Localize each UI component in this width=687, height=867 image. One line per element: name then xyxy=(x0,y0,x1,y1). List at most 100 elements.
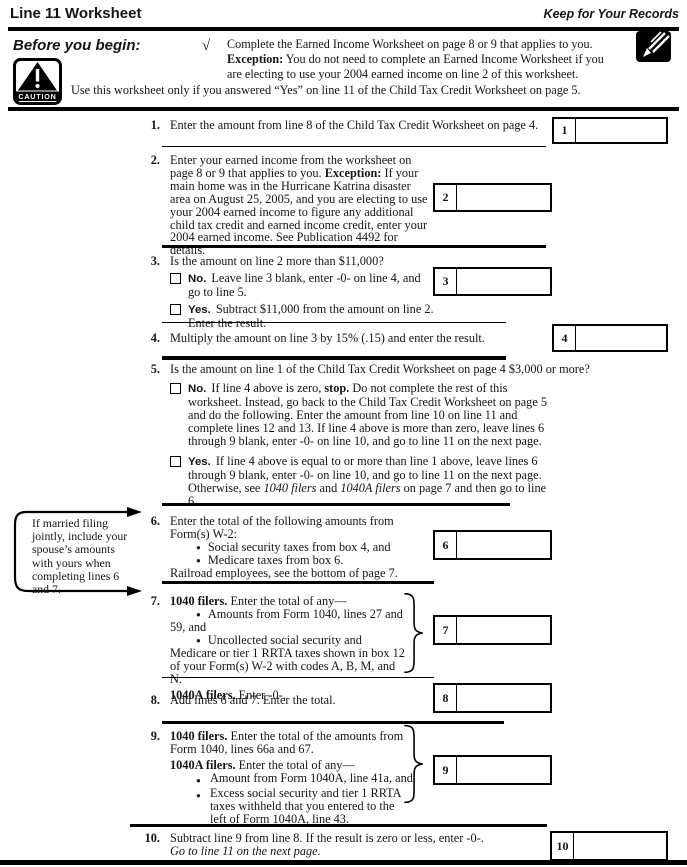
entry-box-10: 10 xyxy=(550,831,668,861)
entry-box-number: 10 xyxy=(552,833,574,859)
line-text: Enter the amount from line 8 of the Chil… xyxy=(170,118,539,132)
section-rule xyxy=(8,107,679,111)
line-text: 1040A filers. Enter the total of any— xyxy=(170,758,355,772)
bullet-item: ●Excess social security and tier 1 RRTA … xyxy=(196,786,401,826)
caution-text: Use this worksheet only if you answered … xyxy=(71,83,581,97)
svg-text:CAUTION: CAUTION xyxy=(18,92,56,101)
line-question: Is the amount on line 2 more than $11,00… xyxy=(170,254,384,268)
line-item-10: 10. Subtract line 9 from line 8. If the … xyxy=(140,831,560,858)
line-note: Railroad employees, see the bottom of pa… xyxy=(170,566,398,581)
line-item-5: 5. Is the amount on line 1 of the Child … xyxy=(140,362,600,508)
line-note: 1040A filers. Enter -0-. xyxy=(170,688,286,702)
line-item-9: 9. 1040 filers. Enter the total of the a… xyxy=(140,730,420,826)
bullet-item: ●Amount from Form 1040A, line 41a, and xyxy=(196,771,413,786)
checkbox-no[interactable] xyxy=(170,273,181,285)
line-number: 4. xyxy=(150,331,160,345)
entry-box-2-value[interactable] xyxy=(457,185,550,210)
separator xyxy=(162,356,506,360)
entry-box-number: 3 xyxy=(435,269,457,294)
bullet-item: ●Social security taxes from box 4, and xyxy=(196,540,391,555)
entry-box-number: 8 xyxy=(435,685,457,711)
page-title: Line 11 Worksheet xyxy=(10,5,142,22)
bullet-icon: ● xyxy=(196,776,201,785)
checkbox-no[interactable] xyxy=(170,383,181,395)
option-yes-text: Yes.Subtract $11,000 from the amount on … xyxy=(188,302,434,331)
entry-box-number: 4 xyxy=(554,326,576,350)
entry-box-1: 1 xyxy=(552,117,668,144)
checkmark-icon: √ xyxy=(202,38,211,54)
line-number: 3. xyxy=(150,254,160,268)
separator xyxy=(162,721,504,724)
separator xyxy=(162,581,434,584)
line-item-7: 7. 1040 filers. Enter the total of any— … xyxy=(140,595,408,702)
separator xyxy=(130,824,547,827)
bullet-icon: ● xyxy=(196,636,201,645)
line-item-3: 3. Is the amount on line 2 more than $11… xyxy=(140,254,480,330)
separator xyxy=(162,322,506,323)
line-number: 7. xyxy=(150,594,160,608)
entry-box-6-value[interactable] xyxy=(457,532,550,558)
entry-box-7: 7 xyxy=(433,615,552,645)
option-label: Yes. xyxy=(188,455,211,468)
bottom-rule xyxy=(0,860,687,865)
line-item-2: 2. Enter your earned income from the wor… xyxy=(140,154,430,257)
entry-box-number: 7 xyxy=(435,617,457,643)
line-item-8: 8. Add lines 6 and 7. Enter the total. xyxy=(140,693,410,707)
checkbox-yes[interactable] xyxy=(170,304,181,316)
line-text: 1040 filers. Enter the total of any— xyxy=(170,594,347,608)
option-yes: Yes.If line 4 above is equal to or more … xyxy=(170,453,600,508)
option-yes: Yes.Subtract $11,000 from the amount on … xyxy=(170,303,480,330)
entry-box-1-value[interactable] xyxy=(576,119,666,142)
entry-box-3: 3 xyxy=(433,267,552,296)
entry-box-3-value[interactable] xyxy=(457,269,550,294)
entry-box-number: 6 xyxy=(435,532,457,558)
before-you-begin-text: Complete the Earned Income Worksheet on … xyxy=(227,37,604,81)
line-number: 8. xyxy=(150,693,160,707)
line-number: 9. xyxy=(150,729,160,743)
entry-box-10-value[interactable] xyxy=(574,833,666,859)
entry-box-8-value[interactable] xyxy=(457,685,550,711)
entry-box-number: 2 xyxy=(435,185,457,210)
option-label: No. xyxy=(188,383,207,396)
entry-box-4: 4 xyxy=(552,324,668,352)
bullet-icon: ● xyxy=(196,556,201,566)
checkbox-yes[interactable] xyxy=(170,455,181,467)
entry-box-7-value[interactable] xyxy=(457,617,550,643)
entry-box-number: 9 xyxy=(435,757,457,783)
entry-box-4-value[interactable] xyxy=(576,326,666,350)
entry-box-2: 2 xyxy=(433,183,552,212)
option-no-text: No.If line 4 above is zero, stop. Do not… xyxy=(188,381,548,449)
line-number: 6. xyxy=(150,514,160,528)
option-no: No.If line 4 above is zero, stop. Do not… xyxy=(170,382,600,448)
line-question: Is the amount on line 1 of the Child Tax… xyxy=(170,362,590,376)
pencil-icon xyxy=(636,31,671,66)
bullet-item: ●Amounts from Form 1040, lines 27 and 59… xyxy=(170,607,403,634)
option-yes-text: Yes.If line 4 above is equal to or more … xyxy=(188,453,547,508)
separator xyxy=(162,503,510,506)
line-number: 5. xyxy=(150,362,160,376)
entry-box-6: 6 xyxy=(433,530,552,560)
callout-text: If married filing jointly, include your … xyxy=(32,516,128,597)
option-label: No. xyxy=(188,273,207,286)
entry-box-8: 8 xyxy=(433,683,552,713)
bullet-icon: ● xyxy=(196,791,201,800)
caution-icon: CAUTION xyxy=(13,58,62,109)
line-text: Subtract line 9 from line 8. If the resu… xyxy=(170,831,484,845)
option-label: Yes. xyxy=(188,304,211,317)
separator xyxy=(162,146,546,147)
option-no: No.Leave line 3 blank, enter -0- on line… xyxy=(170,272,480,299)
keep-for-records-label: Keep for Your Records xyxy=(543,7,679,21)
line-number: 2. xyxy=(150,153,160,167)
bullet-icon: ● xyxy=(196,543,201,553)
entry-box-9-value[interactable] xyxy=(457,757,550,783)
option-no-text: No.Leave line 3 blank, enter -0- on line… xyxy=(188,271,421,300)
line-text: 1040 filers. Enter the total of the amou… xyxy=(170,729,404,756)
header-rule xyxy=(8,27,679,31)
bullet-icon: ● xyxy=(196,610,201,619)
bullet-item: ●Uncollected social security and Medicar… xyxy=(170,633,405,686)
line-text: Multiply the amount on line 3 by 15% (.1… xyxy=(170,331,485,345)
line-text: Enter the total of the following amounts… xyxy=(170,514,394,542)
line-item-4: 4. Multiply the amount on line 3 by 15% … xyxy=(140,331,545,345)
brace-line-9 xyxy=(400,724,426,808)
